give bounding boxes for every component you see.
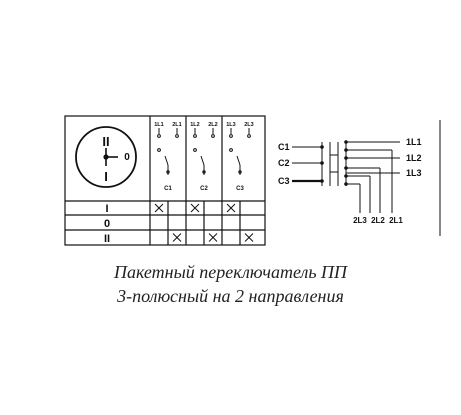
switch-mark-x [190,203,200,213]
terminal-2l3: 2L3 [244,122,253,128]
contact-label-c3: C3 [236,186,244,192]
schematic-input-c3: C3 [278,176,290,186]
schematic-output-1l3: 1L3 [406,168,422,178]
switch-mark-x [208,233,218,242]
contact-c1 [157,128,179,175]
schematic-output-2l1: 2L1 [389,216,403,225]
schematic-input-c1: C1 [278,142,290,152]
switch-mark-x [154,203,164,213]
row-label-0: 0 [104,218,110,230]
row-label-ii: II [104,233,110,245]
dial-position-0: 0 [124,152,130,163]
dial-circle [75,126,137,188]
terminal-2l2: 2L2 [208,122,217,128]
schematic-output-1l2: 1L2 [406,153,422,163]
row-label-i: I [105,203,108,215]
schematic-output-2l3: 2L3 [353,216,367,225]
switch-mark-x [226,203,236,213]
dial-position-ii: II [102,134,109,149]
switch-marks [154,203,254,242]
terminal-1l1: 1L1 [154,122,163,128]
terminal-1l2: 1L2 [190,122,199,128]
contact-label-c1: C1 [164,186,172,192]
switch-mark-x [172,233,182,242]
schematic-input-c2: C2 [278,158,290,168]
contact-c3 [229,128,251,175]
contact-label-c2: C2 [200,186,208,192]
dial-position-i: I [104,169,108,184]
caption-line-2: 3-полюсный на 2 направления [117,286,344,306]
schematic-output-1l1: 1L1 [406,137,422,147]
switch-mark-x [244,233,254,242]
table-frame [64,115,266,246]
schematic-output-2l2: 2L2 [371,216,385,225]
contact-c2 [193,128,215,175]
terminal-1l3: 1L3 [226,122,235,128]
terminal-2l1: 2L1 [172,122,181,128]
caption-line-1: Пакетный переключатель ПП [113,262,348,282]
